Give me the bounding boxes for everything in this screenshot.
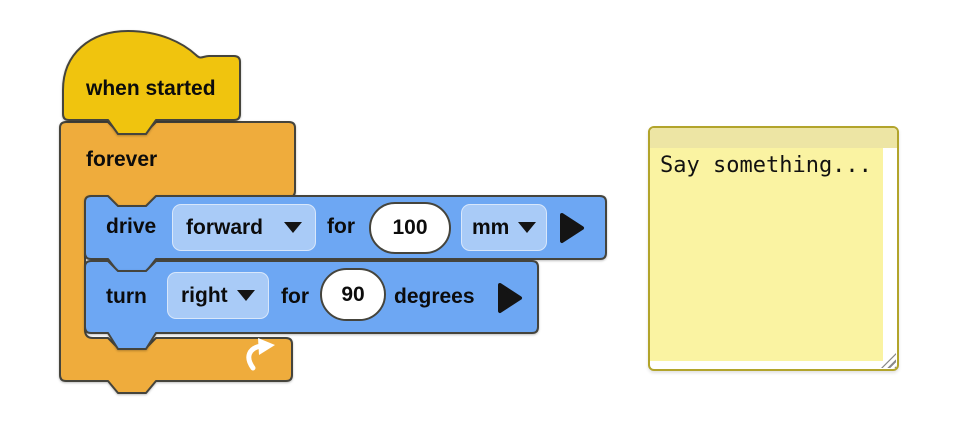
drive-expand-arrow-icon[interactable]	[558, 212, 586, 244]
drive-unit-value: mm	[472, 215, 510, 239]
when-started-block[interactable]	[62, 30, 241, 135]
turn-angle-value: 90	[341, 282, 365, 306]
drive-distance-input[interactable]: 100	[369, 202, 451, 254]
turn-direction-value: right	[181, 283, 228, 307]
caret-down-icon	[237, 290, 255, 301]
sticky-note-text-area[interactable]: Say something...	[650, 148, 883, 361]
turn-direction-dropdown[interactable]: right	[167, 272, 269, 319]
forever-label: forever	[86, 148, 158, 171]
drive-direction-dropdown[interactable]: forward	[172, 204, 316, 251]
turn-angle-input[interactable]: 90	[320, 268, 386, 321]
turn-unit-label: degrees	[394, 285, 475, 308]
turn-for-label: for	[281, 285, 309, 308]
sticky-note[interactable]: Say something...	[648, 126, 899, 371]
drive-direction-value: forward	[186, 215, 264, 239]
loop-arrow-icon	[246, 338, 275, 371]
resize-handle-icon[interactable]	[881, 353, 896, 368]
drive-verb-label: drive	[106, 215, 157, 238]
sticky-note-header[interactable]	[650, 128, 897, 148]
when-started-label: when started	[86, 77, 216, 100]
caret-down-icon	[284, 222, 302, 233]
turn-expand-arrow-icon[interactable]	[496, 282, 524, 314]
drive-unit-dropdown[interactable]: mm	[461, 204, 547, 251]
drive-for-label: for	[327, 215, 355, 238]
forever-block[interactable]	[59, 121, 296, 394]
drive-distance-value: 100	[392, 216, 428, 239]
sticky-note-text: Say something...	[660, 153, 872, 178]
turn-verb-label: turn	[106, 285, 147, 308]
caret-down-icon	[518, 222, 536, 233]
